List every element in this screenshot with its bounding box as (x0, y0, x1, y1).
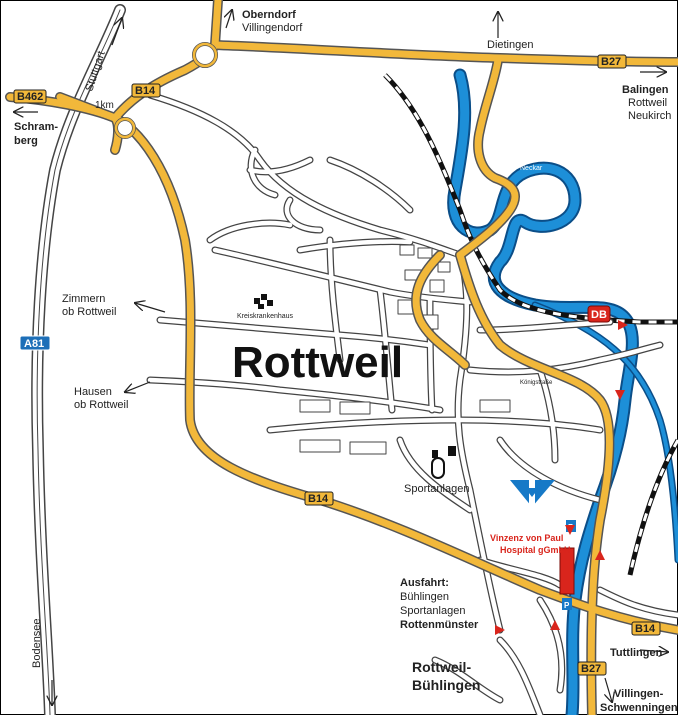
badge-b27-north: B27 (597, 54, 627, 69)
label-rw-buehlingen-1: Rottweil- (412, 659, 471, 675)
badge-a81-label: A81 (24, 338, 44, 350)
label-schram: Schram- (14, 121, 58, 133)
label-hausen: Hausen (74, 386, 112, 398)
label-villingendorf: Villingendorf (242, 22, 303, 34)
badge-b14-east-label: B14 (635, 623, 656, 635)
label-bodensee: Bodensee (31, 618, 43, 668)
label-buehlingen: Bühlingen (400, 591, 449, 603)
label-kreiskrankenhaus: Kreiskrankenhaus (237, 313, 294, 320)
badge-b14-north: B14 (131, 83, 161, 98)
label-rw-buehlingen-2: Bühlingen (412, 677, 480, 693)
label-rottweil-abbr: Rottweil (628, 97, 667, 109)
label-sportanlagen: Sportanlagen (404, 483, 469, 495)
label-hospital: Hospital gGmbH (500, 545, 571, 555)
label-schwenningen: Schwenningen (600, 702, 678, 714)
badge-b14-center-label: B14 (308, 493, 329, 505)
main-roads (5, 0, 678, 715)
badge-db-label: DB (591, 309, 607, 321)
arrow-east-tuttlingen (639, 650, 668, 652)
sports-icon (431, 446, 456, 479)
arrow-north-stuttgart (111, 18, 122, 46)
arrow-south-villingen (605, 677, 612, 702)
route-arrow-icon (565, 525, 575, 535)
route-arrow-icon (615, 390, 625, 400)
badge-b14-center: B14 (304, 491, 334, 506)
kreiskrankenhaus-icon (254, 294, 273, 309)
road-badges: B462 B14 B14 B14 B27 B27 A81 DB (13, 54, 661, 676)
label-vinzenz: Vinzenz von Paul (490, 533, 563, 543)
route-arrows (495, 320, 628, 635)
a81-motorway (31, 4, 126, 715)
label-ausfahrt: Ausfahrt: (400, 577, 449, 589)
label-ob-rottweil-1: ob Rottweil (62, 306, 116, 318)
parking-label-2: P (564, 601, 570, 610)
label-dietingen: Dietingen (487, 39, 533, 51)
badge-b27-north-label: B27 (601, 56, 621, 68)
badge-a81: A81 (19, 335, 51, 351)
label-neckar: Neckar (520, 165, 543, 172)
label-koenigstrasse: Königstraße (520, 380, 553, 386)
label-oberndorf: Oberndorf (242, 9, 296, 21)
label-villingen: Villingen- (614, 688, 664, 700)
hospital-logo-icon (510, 478, 555, 508)
map-labels: Oberndorf Villingendorf Dietingen Baling… (14, 9, 678, 714)
arrow-north-oberndorf (226, 10, 232, 29)
badge-b14-north-label: B14 (135, 85, 156, 97)
label-zimmern: Zimmern (62, 293, 105, 305)
arrow-west-hausen (125, 381, 151, 392)
direction-arrows (14, 10, 668, 705)
label-balingen: Balingen (622, 84, 669, 96)
label-tuttlingen: Tuttlingen (610, 647, 663, 659)
parking-marker-2 (562, 598, 572, 610)
label-neukirch: Neukirch (628, 110, 671, 122)
route-arrow-icon (495, 625, 505, 635)
route-arrow-icon (618, 320, 628, 330)
label-sportanlagen2: Sportanlagen (400, 605, 465, 617)
badge-db: DB (587, 305, 611, 323)
label-city: Rottweil (232, 338, 403, 387)
hospital-building (559, 547, 575, 595)
railway (383, 73, 678, 576)
badge-b27-south-label: B27 (581, 663, 601, 675)
badge-b462: B462 (13, 89, 47, 104)
badge-b14-east: B14 (631, 621, 661, 636)
badge-b462-label: B462 (17, 91, 43, 103)
label-1km: 1km (95, 100, 114, 111)
label-rottenmuenster: Rottenmünster (400, 619, 479, 631)
label-berg: berg (14, 135, 38, 147)
route-arrow-icon (595, 550, 605, 560)
badge-b27-south: B27 (577, 661, 607, 676)
arrow-west-zimmern (135, 303, 166, 313)
route-arrow-icon (550, 620, 560, 630)
label-ob-rottweil-2: ob Rottweil (74, 399, 128, 411)
